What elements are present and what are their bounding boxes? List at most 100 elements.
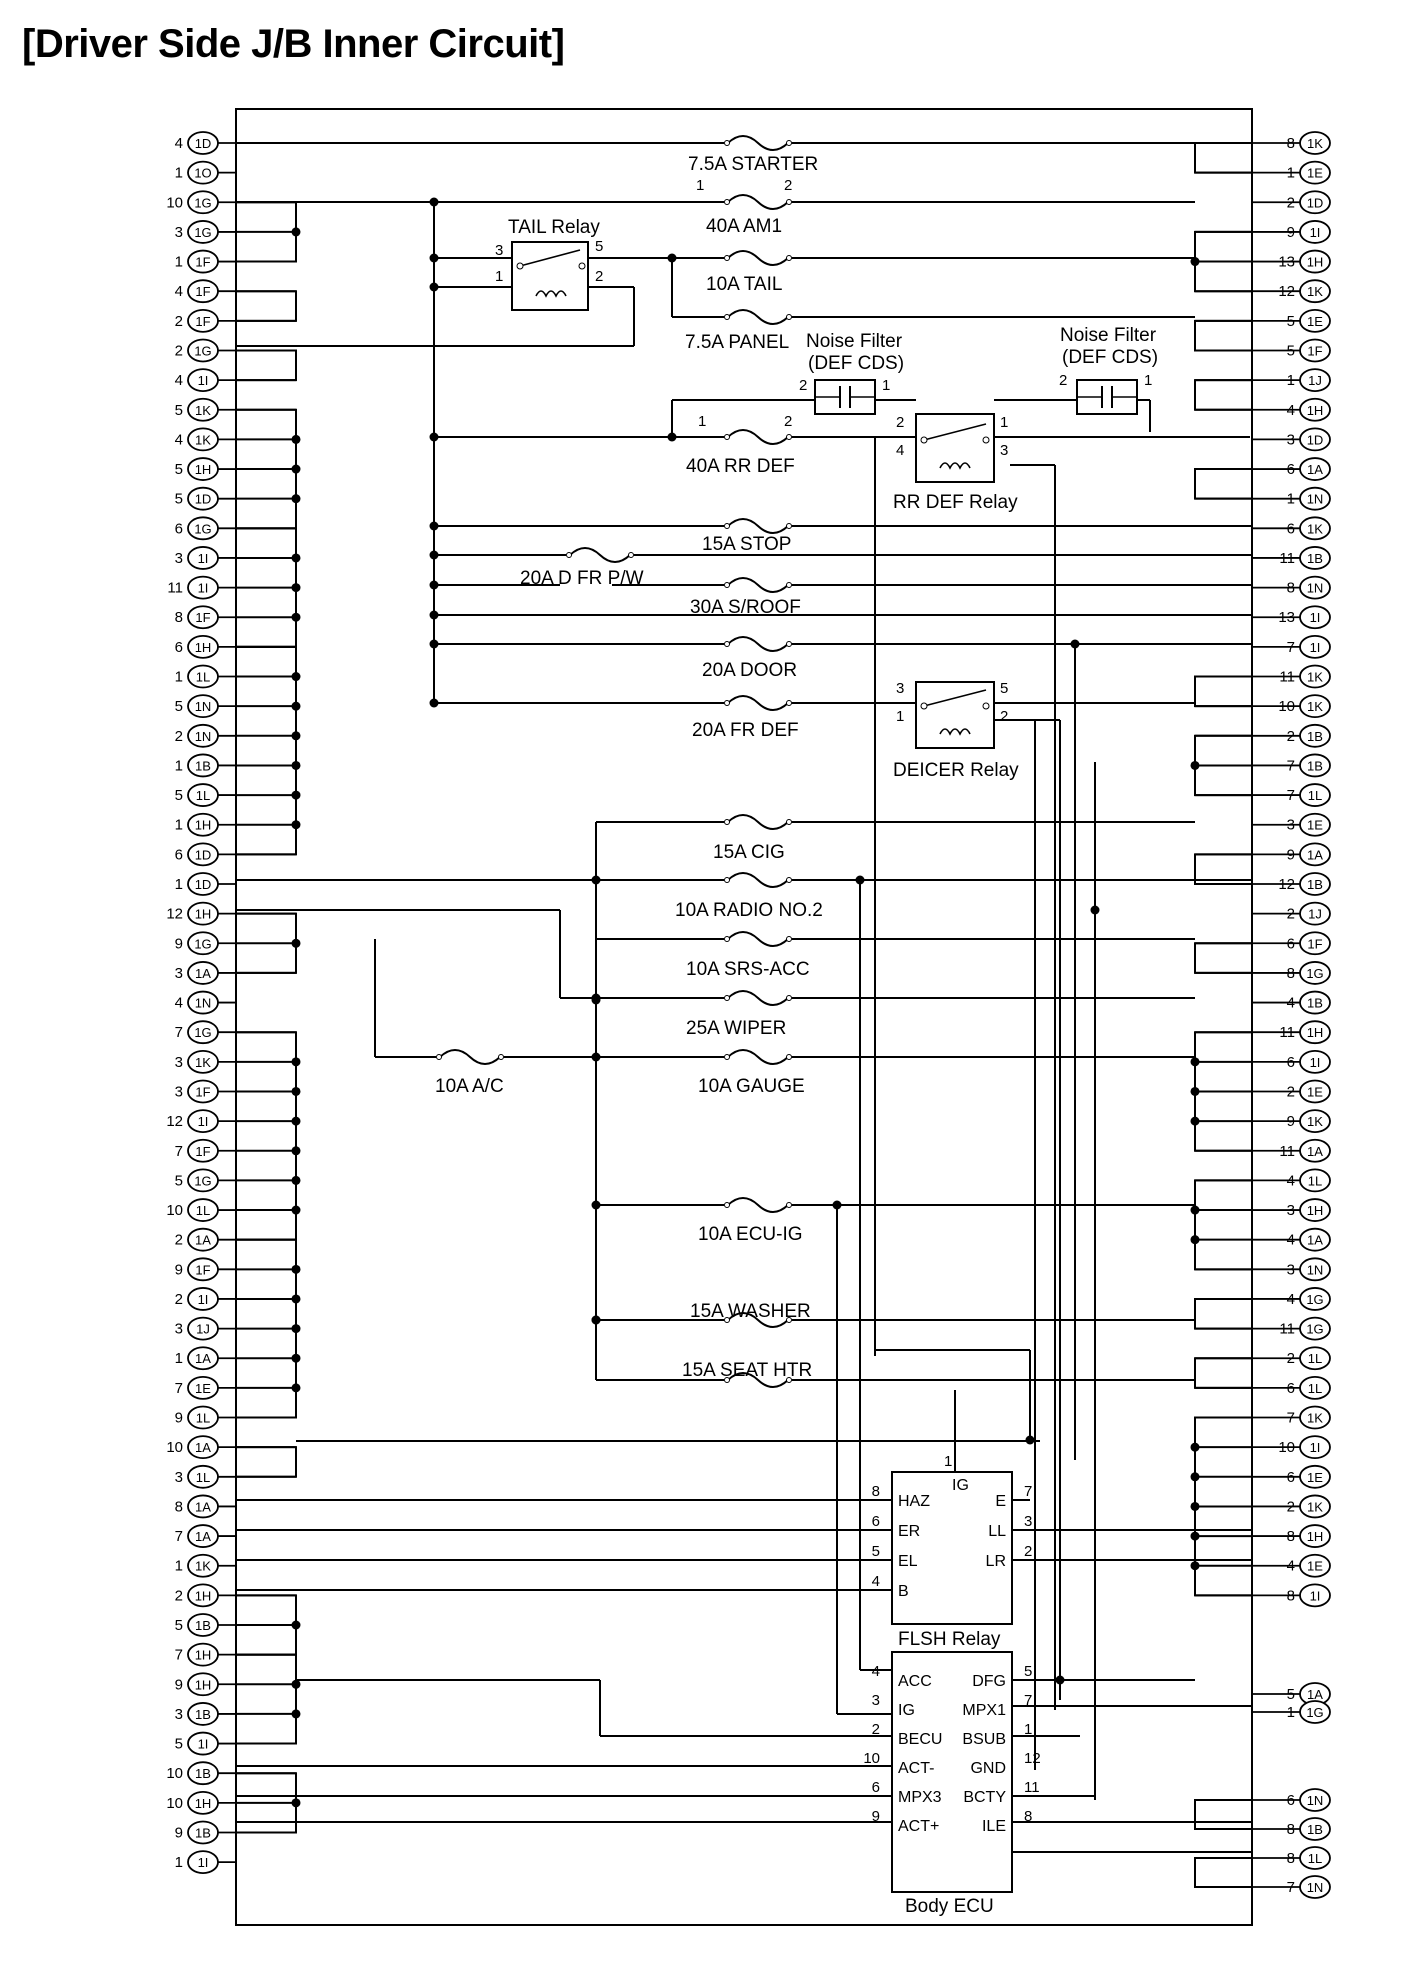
connector-id: 1L — [196, 788, 210, 803]
fuse-label: 10A A/C — [435, 1076, 504, 1097]
connector-id: 1A — [1307, 1144, 1323, 1159]
junction-dot — [1190, 1501, 1200, 1511]
module-pin-name: LR — [986, 1553, 1006, 1570]
connector-pin: 9 — [175, 1824, 183, 1841]
connector-id: 1G — [194, 1173, 211, 1188]
fuse-label: 10A RADIO NO.2 — [675, 900, 823, 921]
noise-filter-label: (DEF CDS) — [1062, 347, 1158, 368]
noise-filter-label: Noise Filter — [1060, 325, 1157, 346]
connector-id: 1E — [1307, 1084, 1323, 1099]
module-pin-name: BCTY — [963, 1789, 1006, 1806]
connector-pin: 6 — [175, 639, 183, 656]
connector-id: 1D — [195, 847, 212, 862]
connector-id: 1J — [196, 1322, 210, 1337]
junction-dot — [1090, 905, 1100, 915]
connector-id: 1N — [195, 996, 212, 1011]
tail-relay-pin: 5 — [595, 238, 603, 255]
junction-dot — [429, 253, 439, 263]
connector-r: 71L — [1252, 783, 1331, 807]
connector-pin: 10 — [166, 1765, 183, 1782]
junction-dot — [429, 550, 439, 560]
connector-id: 1G — [1306, 1292, 1323, 1307]
module-pin-number: 4 — [872, 1573, 880, 1590]
connector-id: 1B — [1307, 551, 1323, 566]
connector-id: 1K — [1307, 699, 1323, 714]
junction-dot — [291, 760, 301, 770]
junction-dot — [291, 1294, 301, 1304]
junction-block-frame — [235, 108, 1253, 1926]
junction-dot — [591, 1052, 601, 1062]
fuse-label: 10A GAUGE — [698, 1076, 805, 1097]
fuse: 20A D FR P/W — [520, 547, 644, 589]
module-pin-name: DFG — [972, 1673, 1006, 1690]
connector-id: 1N — [1307, 1880, 1324, 1895]
connector-pin: 6 — [175, 520, 183, 537]
connector-pin: 1 — [175, 1558, 183, 1575]
tail-relay-pin: 2 — [595, 268, 603, 285]
connector-pin: 3 — [175, 1706, 183, 1723]
connector-id: 1E — [1307, 166, 1323, 181]
fuse-label: 15A STOP — [702, 534, 791, 555]
connector-id: 1H — [1307, 1203, 1324, 1218]
junction-dot — [291, 672, 301, 682]
junction-dot — [429, 580, 439, 590]
deicer-relay-pin: 2 — [1000, 708, 1008, 725]
connector-id: 1K — [1307, 1411, 1323, 1426]
connector-r: 21L — [1252, 1346, 1331, 1371]
connector-pin: 5 — [175, 461, 183, 478]
noise-filter-pin: 2 — [1059, 372, 1067, 389]
fuse: 40A RR DEF — [686, 429, 795, 477]
connector-pin: 5 — [175, 402, 183, 419]
module-pin-number: 4 — [872, 1663, 880, 1680]
connector-id: 1G — [1306, 1322, 1323, 1337]
junction-dot — [1190, 1442, 1200, 1452]
module-pin-number: 3 — [1024, 1513, 1032, 1530]
connector-id: 1A — [195, 966, 211, 981]
connector-r: 71I — [1252, 634, 1331, 659]
noise-filter-label: Noise Filter — [806, 331, 903, 352]
connector-id: 1H — [195, 640, 212, 655]
module-pin-number: 3 — [872, 1692, 880, 1709]
connector-r: 81H — [1252, 1524, 1331, 1548]
connector-id: 1I — [1310, 640, 1321, 655]
junction-dot — [291, 820, 301, 830]
module-pin-name: E — [995, 1493, 1006, 1510]
module-pin-name: ER — [898, 1523, 920, 1540]
connector-r: 91A — [1252, 842, 1331, 867]
connector-r: 61F — [1252, 931, 1331, 956]
connector-r: 41H — [1252, 397, 1331, 422]
connector-id: 1A — [1307, 462, 1323, 477]
connector-id: 1F — [195, 314, 210, 329]
connector-pin: 5 — [175, 698, 183, 715]
junction-dot — [291, 1353, 301, 1363]
connector-id: 1H — [1307, 403, 1324, 418]
connector-r: 91I — [1252, 220, 1331, 244]
fuse-label: 40A AM1 — [706, 216, 782, 237]
connector-id: 1G — [194, 195, 211, 210]
connector-r: 91K — [1252, 1109, 1331, 1134]
connector-r: 71N — [1252, 1875, 1331, 1899]
connector-r: 21J — [1252, 901, 1331, 926]
fuse: 25A WIPER — [686, 990, 792, 1039]
connector-id: 1K — [1307, 1499, 1323, 1514]
connector-id: 1F — [195, 1262, 210, 1277]
